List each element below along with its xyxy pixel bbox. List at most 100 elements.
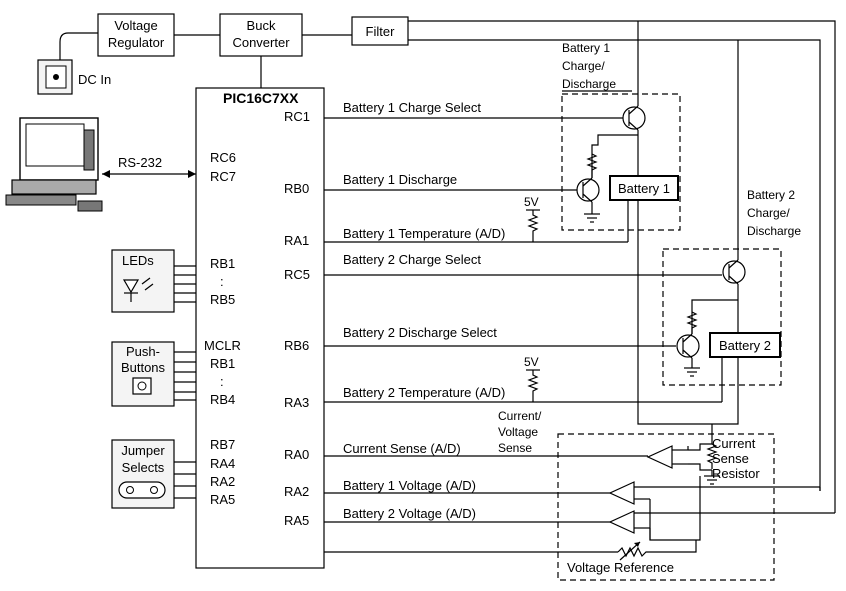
sense-ground-icon bbox=[704, 475, 720, 485]
pin-rc6: RC6 bbox=[210, 150, 236, 165]
variable-resistor-icon bbox=[617, 540, 697, 558]
b2-title-line3: Discharge bbox=[747, 224, 801, 238]
mcu-name: PIC16C7XX bbox=[223, 90, 299, 106]
b1-ground-icon bbox=[584, 213, 600, 223]
battery2-voltage-amp bbox=[608, 510, 835, 534]
signal-b2-temperature: Battery 2 Temperature (A/D) bbox=[343, 385, 505, 400]
b1-title-line3: Discharge bbox=[562, 77, 616, 91]
battery2-label: Battery 2 bbox=[719, 338, 771, 353]
pin-ra0: RA0 bbox=[284, 447, 309, 462]
push-buttons-line1: Push- bbox=[126, 344, 160, 359]
battery1-voltage-amp bbox=[608, 481, 820, 505]
csr-line2: Sense bbox=[712, 451, 749, 466]
b2-title-line1: Battery 2 bbox=[747, 188, 795, 202]
push-button-icon bbox=[132, 377, 152, 395]
b1-return-bus bbox=[637, 200, 712, 425]
jumper-line2: Selects bbox=[122, 460, 165, 475]
mcu: PIC16C7XX RC6 RC7 RB1 : RB5 MCLR RB1 : R… bbox=[195, 87, 325, 569]
signal-b1-temperature: Battery 1 Temperature (A/D) bbox=[343, 226, 505, 241]
pin-ellipsis-led: : bbox=[220, 274, 224, 289]
voltage-reference bbox=[617, 540, 697, 561]
battery1-label: Battery 1 bbox=[618, 181, 670, 196]
pin-rc7: RC7 bbox=[210, 169, 236, 184]
leds-label: LEDs bbox=[122, 253, 154, 268]
b2-charge-transistor bbox=[722, 259, 746, 285]
pullup-battery1: 5V bbox=[524, 195, 540, 242]
voltage-reference-label: Voltage Reference bbox=[567, 560, 674, 575]
pin-ra5-jumper: RA5 bbox=[210, 492, 235, 507]
b1-discharge-resistor bbox=[586, 153, 598, 178]
pin-rc1: RC1 bbox=[284, 109, 310, 124]
signal-b1-charge-select: Battery 1 Charge Select bbox=[343, 100, 481, 115]
b1-charge-discharge-box bbox=[561, 93, 681, 231]
signal-labels: Battery 1 Charge Select Battery 1 Discha… bbox=[343, 100, 505, 521]
voltage-regulator-block: Voltage Regulator bbox=[97, 13, 175, 57]
sense-box bbox=[557, 433, 775, 581]
pin-rb7: RB7 bbox=[210, 437, 235, 452]
b1-title-line2: Charge/ bbox=[562, 59, 605, 73]
pin-ra3: RA3 bbox=[284, 395, 309, 410]
wire-filter-out-mid bbox=[408, 39, 821, 491]
pin-rc5: RC5 bbox=[284, 267, 310, 282]
signal-b2-discharge-select: Battery 2 Discharge Select bbox=[343, 325, 497, 340]
arrow-right-icon bbox=[188, 170, 196, 178]
pin-ra5: RA5 bbox=[284, 513, 309, 528]
signal-lines bbox=[324, 117, 722, 553]
pin-ra2-jumper: RA2 bbox=[210, 474, 235, 489]
push-buttons-line2: Buttons bbox=[121, 360, 166, 375]
pullup-battery2: 5V bbox=[524, 355, 540, 402]
vref-bus bbox=[649, 476, 701, 541]
battery2-block: Battery 2 bbox=[709, 332, 781, 358]
pin-rb6: RB6 bbox=[284, 338, 309, 353]
filter-label: Filter bbox=[366, 24, 396, 39]
pin-ra4-jumper: RA4 bbox=[210, 456, 235, 471]
jumper-icon bbox=[118, 481, 166, 499]
pin-ra1: RA1 bbox=[284, 233, 309, 248]
cv-sense-line3: Sense bbox=[498, 441, 532, 455]
signal-b2-voltage: Battery 2 Voltage (A/D) bbox=[343, 506, 476, 521]
pin-ra2: RA2 bbox=[284, 484, 309, 499]
csr-line1: Current bbox=[712, 436, 756, 451]
buck-converter-block: Buck Converter bbox=[219, 13, 303, 57]
wire-filter-out-top bbox=[408, 20, 836, 513]
b1-discharge-collector bbox=[591, 134, 638, 178]
sense-resistor bbox=[687, 424, 718, 476]
cv-sense-line1: Current/ bbox=[498, 409, 542, 423]
dc-plug-icon bbox=[37, 59, 73, 95]
b2-ground-icon bbox=[684, 367, 700, 377]
filter-block: Filter bbox=[351, 16, 409, 46]
dc-in-label: DC In bbox=[78, 72, 111, 87]
dc-cable bbox=[59, 32, 98, 62]
signal-b1-voltage: Battery 1 Voltage (A/D) bbox=[343, 478, 476, 493]
pin-rb1-btn: RB1 bbox=[210, 356, 235, 371]
b2-discharge-collector bbox=[691, 299, 738, 334]
jumper-line1: Jumper bbox=[121, 443, 165, 458]
pin-mclr: MCLR bbox=[204, 338, 241, 353]
signal-current-sense: Current Sense (A/D) bbox=[343, 441, 461, 456]
pin-rb1-led: RB1 bbox=[210, 256, 235, 271]
b2-discharge-resistor bbox=[686, 311, 698, 334]
b1-title-line1: Battery 1 bbox=[562, 41, 610, 55]
cv-sense-line2: Voltage bbox=[498, 425, 538, 439]
b1-discharge-transistor bbox=[576, 177, 600, 203]
push-buttons-block: Push- Buttons bbox=[111, 341, 196, 407]
pullup2-5v: 5V bbox=[524, 355, 539, 369]
led-icon bbox=[122, 277, 154, 302]
buck-converter-line1: Buck bbox=[247, 18, 276, 33]
rs232-label: RS-232 bbox=[118, 155, 162, 170]
voltage-regulator-line2: Regulator bbox=[108, 35, 165, 50]
leds-block: LEDs bbox=[111, 249, 196, 313]
pin-rb0: RB0 bbox=[284, 181, 309, 196]
pullup1-5v: 5V bbox=[524, 195, 539, 209]
pin-rb4-btn: RB4 bbox=[210, 392, 235, 407]
voltage-regulator-line1: Voltage bbox=[114, 18, 157, 33]
signal-b1-discharge: Battery 1 Discharge bbox=[343, 172, 457, 187]
csr-line3: Resistor bbox=[712, 466, 760, 481]
battery1-block: Battery 1 bbox=[609, 175, 679, 201]
current-sense-amp bbox=[646, 445, 688, 469]
buck-converter-line2: Converter bbox=[232, 35, 290, 50]
jumper-block: Jumper Selects bbox=[111, 439, 196, 509]
b2-title-line2: Charge/ bbox=[747, 206, 790, 220]
pin-ellipsis-btn: : bbox=[220, 374, 224, 389]
